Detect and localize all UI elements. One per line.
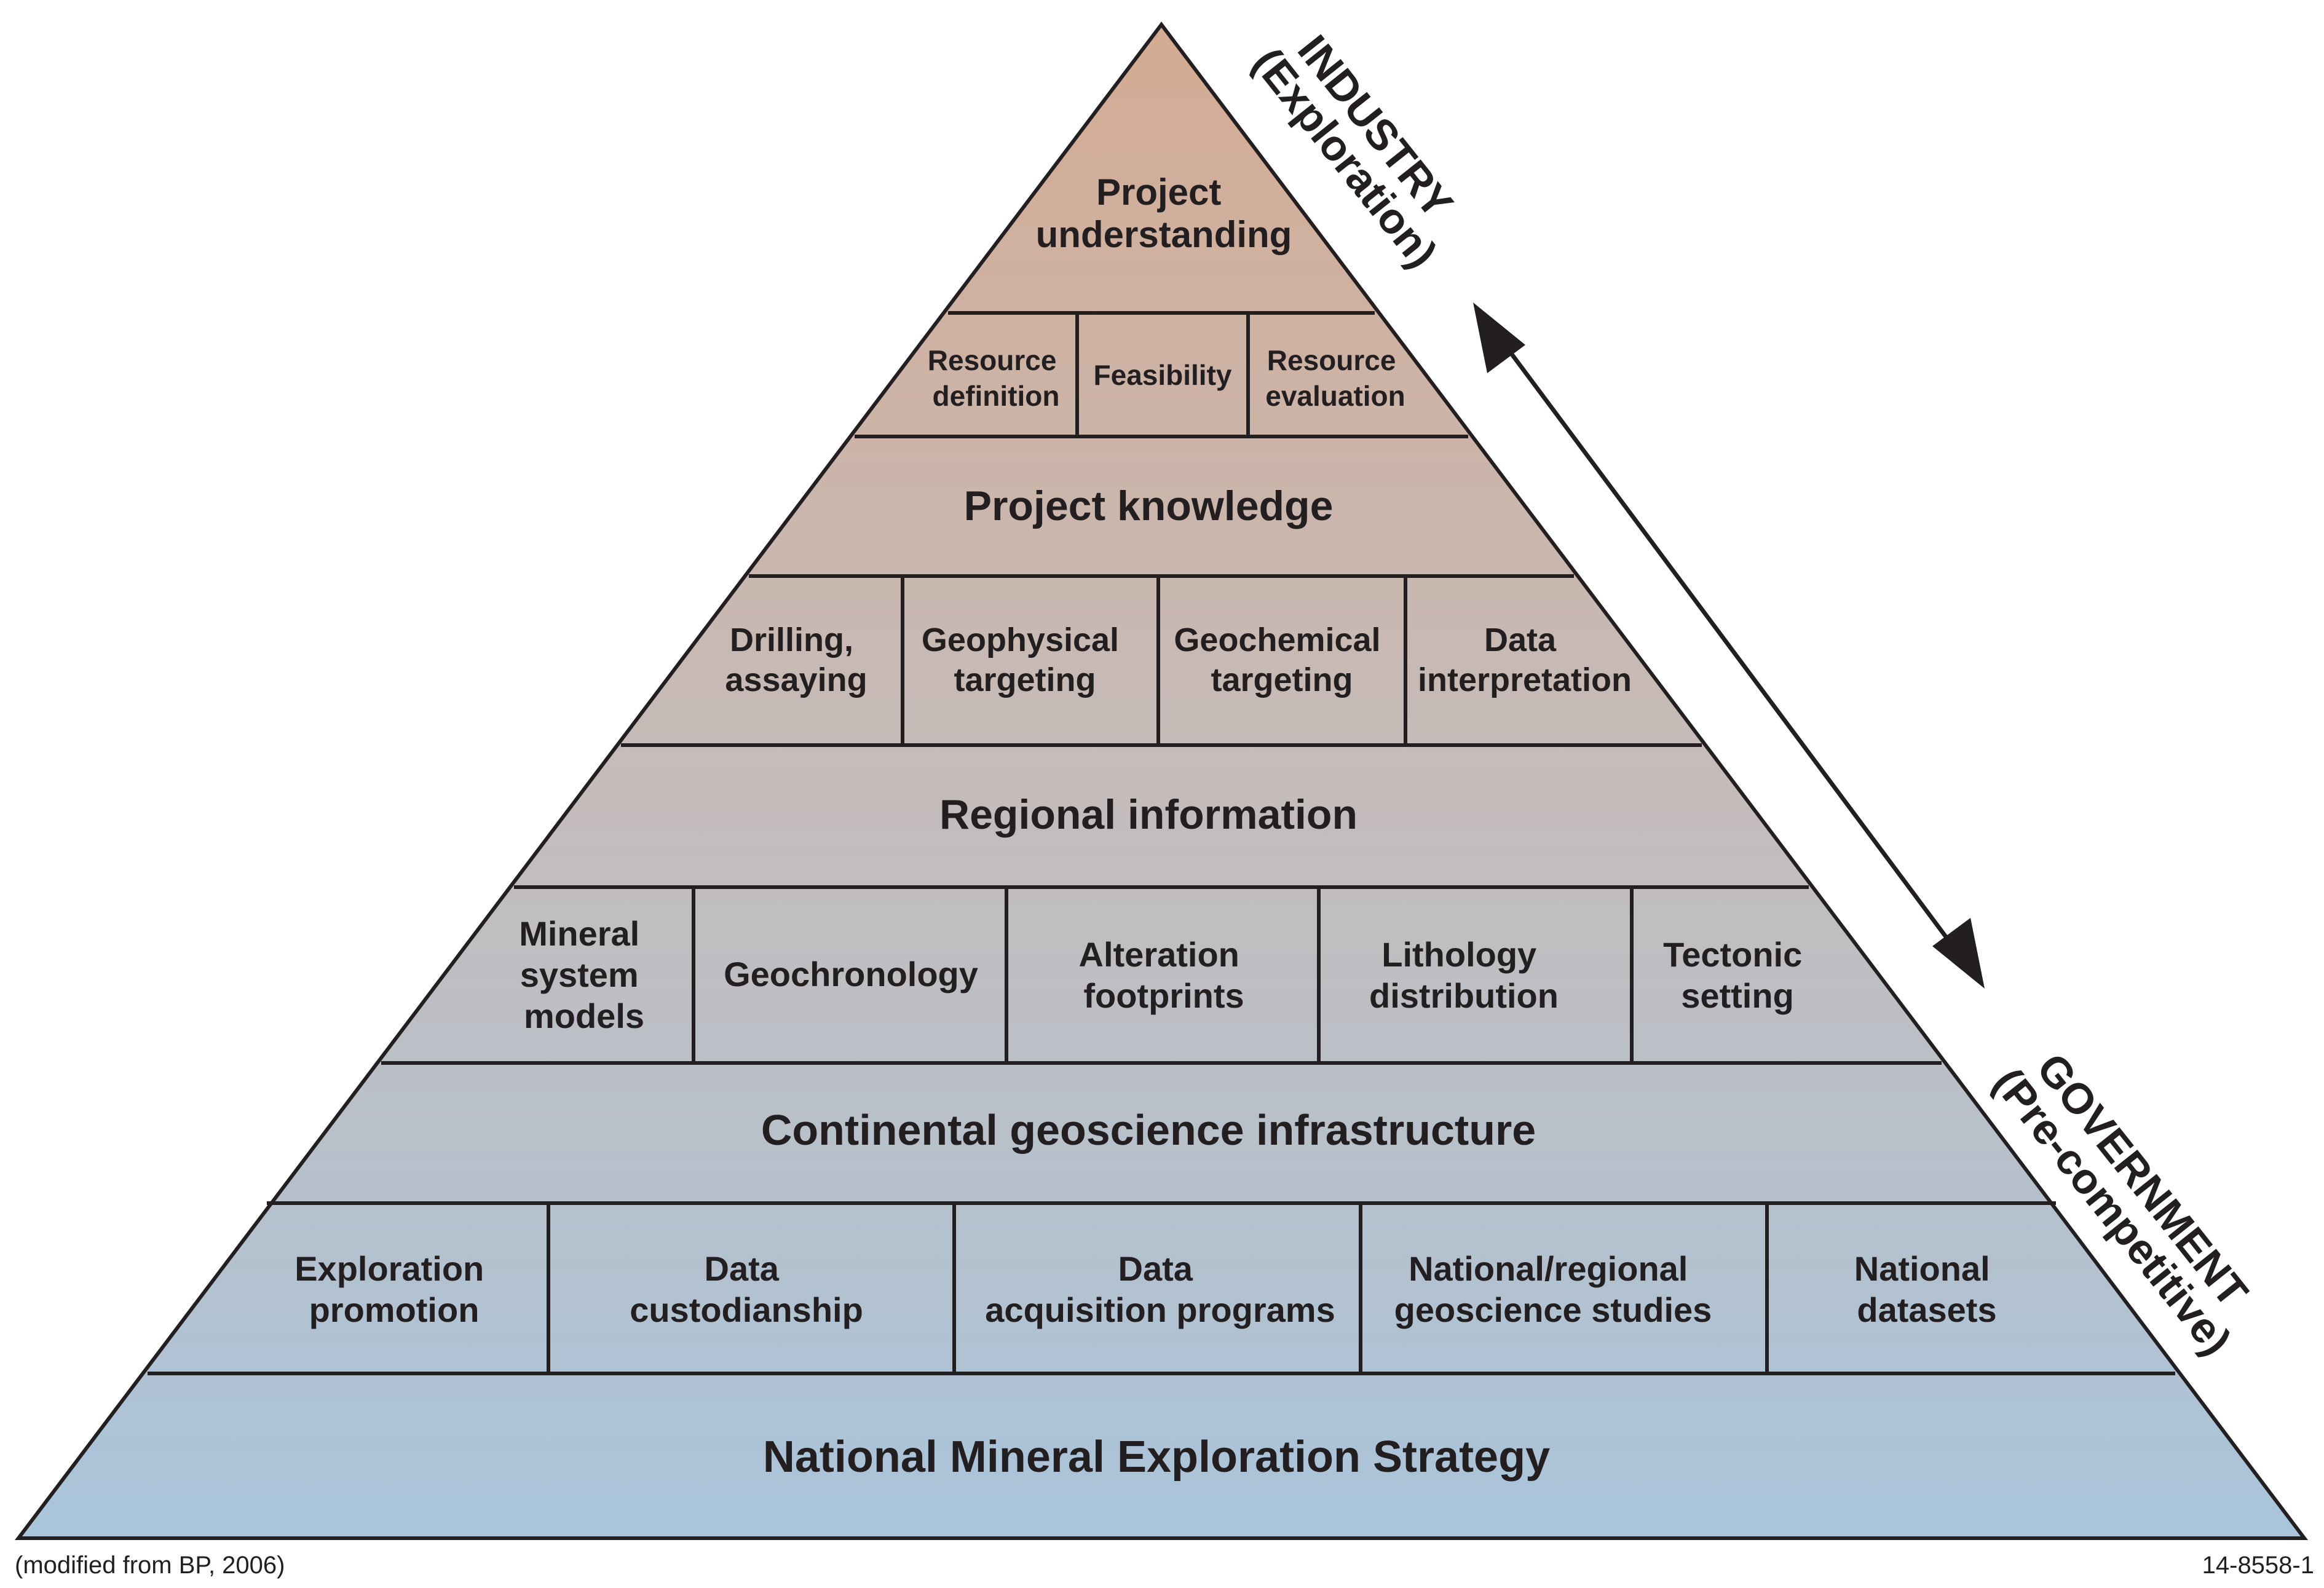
arrowhead-down-icon [1932,918,1985,989]
base-national-strategy: National Mineral Exploration Strategy [763,1432,1550,1482]
box-exploration-promotion: Exploration promotion [294,1249,494,1329]
box-data-acquisition-programs: Data acquisition programs [985,1249,1335,1329]
box-geochronology: Geochronology [724,955,978,993]
box-national-regional-studies: National/regional geoscience studies [1394,1249,1712,1329]
box-data-custodianship: Data custodianship [630,1249,863,1329]
box-lithology-distribution: Lithology distribution [1369,935,1559,1015]
box-tectonic-setting: Tectonic setting [1663,935,1812,1015]
box-geochemical-targeting: Geochemical targeting [1174,622,1389,698]
arrowhead-up-icon [1473,302,1525,373]
box-resource-evaluation: Resource evaluation [1265,344,1405,412]
apex-label: Project understanding [1036,172,1292,255]
box-dividers [547,313,1769,1373]
pyramid-shape [14,22,2309,1540]
band-regional-information: Regional information [939,791,1358,838]
box-data-interpretation: Data interpretation [1418,622,1632,698]
band-continental-infrastructure: Continental geoscience infrastructure [761,1106,1536,1154]
box-drilling-assaying: Drilling, assaying [725,622,867,698]
box-alteration-footprints: Alteration footprints [1079,935,1249,1015]
box-national-datasets: National datasets [1854,1249,1999,1329]
box-feasibility: Feasibility [1094,359,1232,391]
figure-id: 14-8558-1 [2202,1552,2314,1579]
box-geophysical-targeting: Geophysical targeting [922,622,1128,698]
box-mineral-system-models: Mineral system models [519,914,649,1035]
box-resource-definition: Resource definition [928,344,1064,412]
tier-dividers [148,311,2175,1375]
double-arrow [1473,302,1985,989]
band-project-knowledge: Project knowledge [964,483,1334,529]
source-credit: (modified from BP, 2006) [15,1552,285,1579]
